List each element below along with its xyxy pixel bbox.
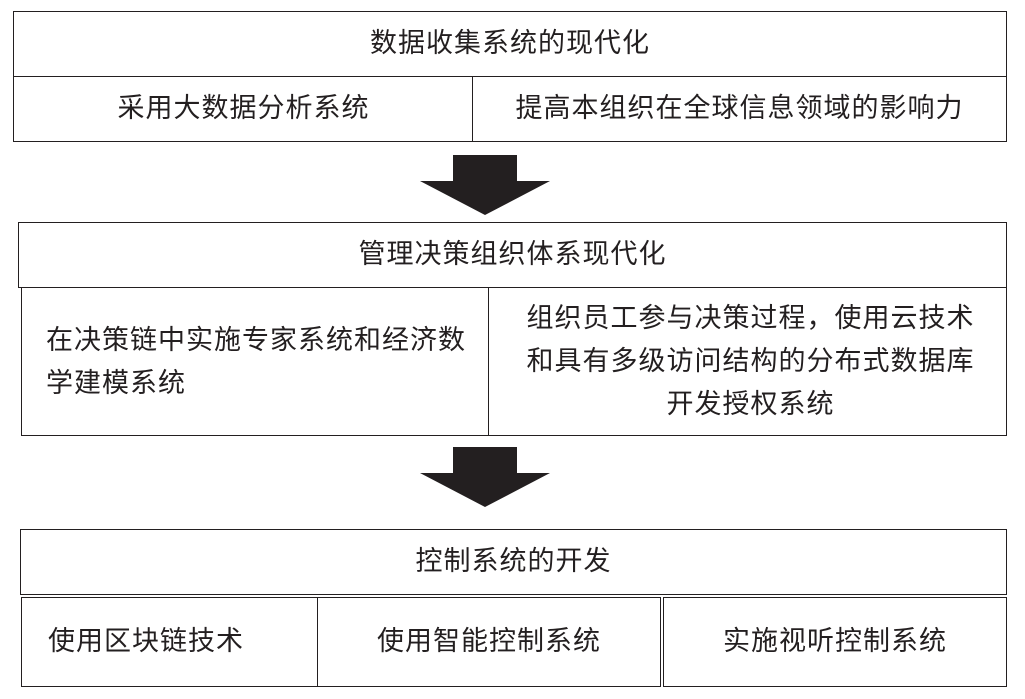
stage-3-item-3: 实施视听控制系统 <box>723 626 947 658</box>
down-arrow-icon <box>420 155 550 215</box>
stage-2-title: 管理决策组织体系现代化 <box>358 239 667 271</box>
stage-3-item-3-box: 实施视听控制系统 <box>663 597 1007 687</box>
stage-3-title: 控制系统的开发 <box>415 546 612 578</box>
stage-2-item-1: 在决策链中实施专家系统和经济数学建模系统 <box>46 324 466 399</box>
stage-1-item-2-box: 提高本组织在全球信息领域的影响力 <box>472 76 1007 142</box>
stage-1-item-2: 提高本组织在全球信息领域的影响力 <box>515 93 964 125</box>
stage-1-item-1-box: 采用大数据分析系统 <box>13 76 474 142</box>
stage-3-title-box: 控制系统的开发 <box>20 529 1007 595</box>
stage-2-title-box: 管理决策组织体系现代化 <box>18 222 1007 288</box>
stage-1-item-1: 采用大数据分析系统 <box>117 93 370 125</box>
stage-3-item-1-box: 使用区块链技术 <box>21 597 319 687</box>
stage-3-item-2-box: 使用智能控制系统 <box>317 597 661 687</box>
stage-2-item-2-box: 组织员工参与决策过程，使用云技术和具有多级访问结构的分布式数据库开发授权系统 <box>488 287 1007 436</box>
stage-1-title: 数据收集系统的现代化 <box>370 28 650 60</box>
stage-3-item-2: 使用智能控制系统 <box>377 626 601 658</box>
down-arrow-icon <box>420 447 550 507</box>
stage-2-item-1-box: 在决策链中实施专家系统和经济数学建模系统 <box>21 287 490 436</box>
stage-3-item-1: 使用区块链技术 <box>48 626 244 658</box>
stage-2-item-2: 组织员工参与决策过程，使用云技术和具有多级访问结构的分布式数据库开发授权系统 <box>526 303 975 420</box>
stage-1-title-box: 数据收集系统的现代化 <box>13 11 1007 77</box>
